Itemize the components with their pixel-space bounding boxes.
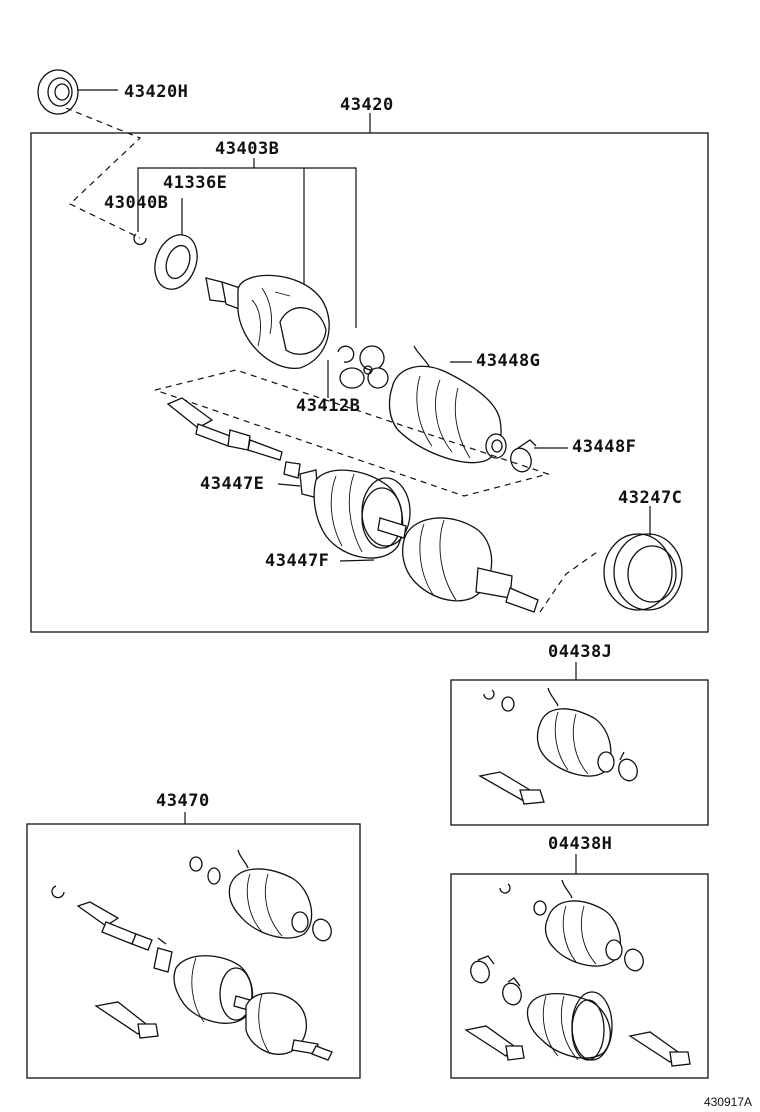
snap-ring-43040B (133, 233, 147, 246)
label-43448G: 43448G (476, 351, 540, 371)
kit-04438H-parts (464, 879, 691, 1067)
seal-43247C (603, 533, 683, 611)
label-43040B: 43040B (104, 193, 168, 213)
kit-box-43470 (26, 823, 361, 1079)
washer-41336E (154, 234, 198, 290)
kit-box-04438J (450, 679, 709, 826)
label-43448F: 43448F (572, 437, 636, 457)
tripod-joint (339, 345, 389, 389)
diagram-code: 430917A (704, 1095, 752, 1109)
snap-ring-43412B (337, 345, 355, 363)
boot-43447E (299, 469, 411, 559)
label-43420: 43420 (340, 95, 394, 115)
kit-43470-parts (51, 849, 333, 1061)
kit-box-04438H (450, 873, 709, 1079)
seal-43420H (37, 69, 79, 115)
drive-shaft (166, 397, 301, 479)
label-04438J: 04438J (548, 642, 612, 662)
boot-43448G (388, 345, 507, 464)
label-43470: 43470 (156, 791, 210, 811)
kit-04438J-parts (478, 687, 638, 805)
clamp-43448F (510, 439, 537, 473)
label-43447F: 43447F (265, 551, 329, 571)
label-43412B: 43412B (296, 396, 360, 416)
boot-43447F (402, 517, 539, 613)
label-43420H: 43420H (124, 82, 188, 102)
joint-housing (205, 274, 330, 369)
label-43247C: 43247C (618, 488, 682, 508)
label-43447E: 43447E (200, 474, 264, 494)
label-04438H: 04438H (548, 834, 612, 854)
label-43403B: 43403B (215, 139, 279, 159)
label-41336E: 41336E (163, 173, 227, 193)
